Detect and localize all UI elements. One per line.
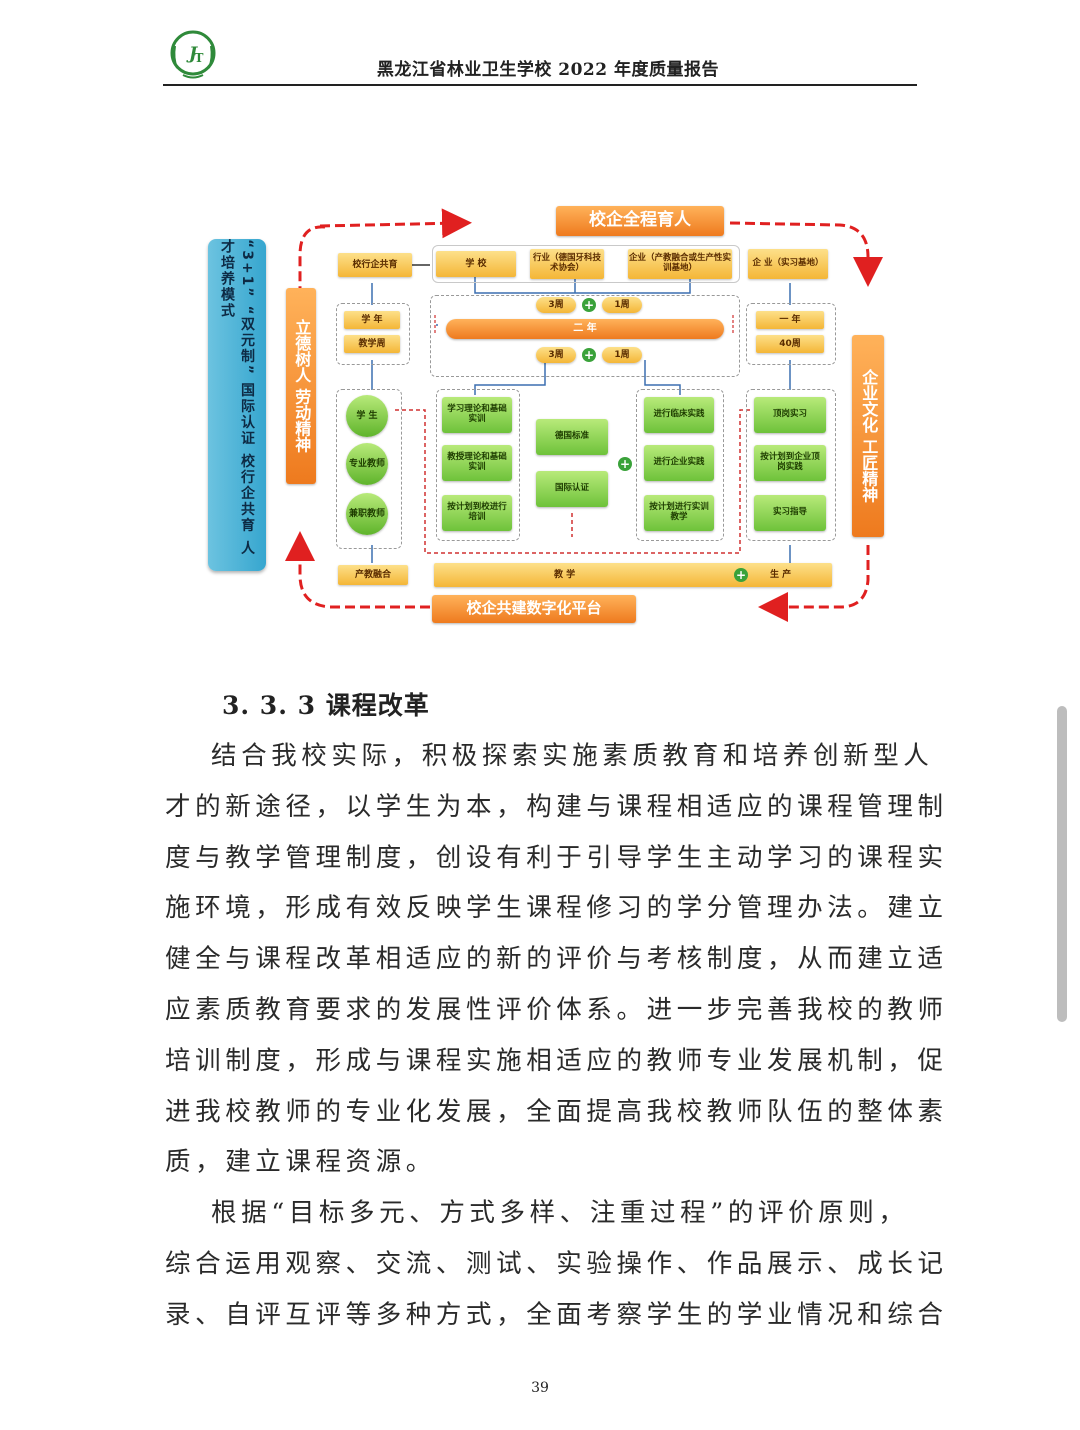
production-label: 生 产 bbox=[770, 569, 792, 580]
top-row-panel bbox=[432, 245, 740, 283]
school-industry-enterprise-label: 校行企共育 bbox=[338, 253, 412, 277]
page-number: 39 bbox=[531, 1380, 549, 1396]
week-bottom-b: 1周 bbox=[602, 347, 642, 363]
practice-panel bbox=[636, 389, 724, 541]
industry-education-label: 产教融合 bbox=[338, 565, 408, 585]
svg-text:T: T bbox=[195, 51, 204, 65]
left-side-title: “3+1” “双元制” 国际认证 校行企共育 人才培养模式 bbox=[208, 239, 266, 571]
left-top-panel bbox=[336, 303, 410, 365]
second-year-bar: 二 年 bbox=[446, 319, 724, 339]
student-node: 学 生 bbox=[346, 395, 388, 437]
svg-text:J: J bbox=[186, 44, 198, 64]
top-item-industry: 行业（德国牙科技术协会） bbox=[530, 249, 604, 279]
week-top-b: 1周 bbox=[602, 297, 642, 313]
first-year-label: 一 年 bbox=[756, 311, 824, 329]
training-model-diagram: “3+1” “双元制” 国际认证 校行企共育 人才培养模式 校企全程育人 校企共… bbox=[200, 195, 890, 635]
text-line: 质，建立课程资源。 bbox=[165, 1147, 436, 1178]
text-line: 根据“目标多元、方式多样、注重过程”的评价原则， bbox=[211, 1198, 909, 1228]
practice-item-3: 按计划进行实训教学 bbox=[644, 495, 714, 531]
plus-icon: + bbox=[582, 298, 596, 312]
plus-icon: + bbox=[582, 348, 596, 362]
intern-item-1: 顶岗实习 bbox=[754, 397, 826, 433]
paragraph-evaluation: 根据“目标多元、方式多样、注重过程”的评价原则， 综合运用观察、交流、测试、实验… bbox=[165, 1188, 948, 1340]
text-line: 进我校教师的专业化发展，全面提高我校教师队伍的整体素 bbox=[165, 1096, 948, 1127]
training-item-1: 学习理论和基础实训 bbox=[442, 397, 512, 433]
text-line: 录、自评互评等多种方式，全面考察学生的学业情况和综合 bbox=[165, 1299, 948, 1330]
diagram-connectors bbox=[285, 208, 883, 622]
text-line: 度与教学管理制度，创设有利于引导学生主动学习的课程实 bbox=[165, 842, 948, 873]
text-line: 综合运用观察、交流、测试、实验操作、作品展示、成长记 bbox=[165, 1248, 948, 1279]
practice-item-2: 进行企业实践 bbox=[644, 445, 714, 481]
top-banner: 校企全程育人 bbox=[556, 206, 724, 236]
top-item-enterprise-base: 企业（产教融合或生产性实训基地） bbox=[628, 249, 732, 279]
paragraph-course-reform: 结合我校实际，积极探索实施素质教育和培养创新型人 才的新途径，以学生为本，构建与… bbox=[165, 731, 948, 1188]
top-item-enterprise-intern: 企 业（实习基地） bbox=[748, 249, 828, 279]
plus-icon: + bbox=[734, 568, 748, 582]
week-top-a: 3周 bbox=[536, 297, 576, 313]
section-heading: 3. 3. 3 课程改革 bbox=[222, 691, 430, 720]
school-logo-icon: J T bbox=[170, 30, 216, 79]
training-item-3: 按计划到校进行培训 bbox=[442, 495, 512, 531]
intern-panel bbox=[746, 389, 836, 541]
forty-weeks-label: 40周 bbox=[756, 335, 824, 353]
parttime-teacher-node: 兼职教师 bbox=[346, 493, 388, 535]
teaching-label: 教 学 bbox=[554, 569, 576, 580]
intern-item-3: 实习指导 bbox=[754, 495, 826, 531]
people-panel bbox=[336, 389, 402, 549]
text-line: 施环境，形成有效反映学生课程修习的学分管理办法。建立 bbox=[165, 893, 948, 924]
left-pillar: 立德树人 劳动精神 bbox=[286, 288, 316, 484]
text-line: 结合我校实际，积极探索实施素质教育和培养创新型人 bbox=[211, 741, 934, 771]
right-pillar: 企业文化 工匠精神 bbox=[852, 335, 884, 537]
training-item-2: 教授理论和基础实训 bbox=[442, 445, 512, 481]
header-title: 黑龙江省林业卫生学校 2022 年度质量报告 bbox=[376, 60, 719, 80]
german-standard: 德国标准 bbox=[536, 419, 608, 455]
text-line: 培训制度，形成与课程实施相适应的教师专业发展机制，促 bbox=[165, 1045, 948, 1076]
intern-item-2: 按计划到企业顶岗实践 bbox=[754, 445, 826, 481]
training-panel bbox=[436, 389, 520, 541]
top-item-school: 学 校 bbox=[436, 251, 516, 277]
text-line: 健全与课程改革相适应的新的评价与考核制度，从而建立适 bbox=[165, 944, 948, 975]
week-bottom-a: 3周 bbox=[536, 347, 576, 363]
right-top-panel bbox=[746, 303, 836, 365]
teaching-production-bar: 教 学 + 生 产 bbox=[434, 563, 832, 587]
vertical-scrollbar[interactable] bbox=[1057, 706, 1067, 1022]
teacher-node: 专业教师 bbox=[346, 443, 388, 485]
academic-year-label: 学 年 bbox=[344, 311, 400, 329]
middle-weeks-panel bbox=[430, 295, 740, 377]
page-header: J T 黑龙江省林业卫生学校 2022 年度质量报告 bbox=[163, 26, 917, 86]
bottom-banner: 校企共建数字化平台 bbox=[432, 595, 636, 623]
text-line: 应素质教育要求的发展性评价体系。进一步完善我校的教师 bbox=[165, 994, 948, 1025]
plus-icon: + bbox=[618, 457, 632, 471]
text-line: 才的新途径，以学生为本，构建与课程相适应的课程管理制 bbox=[165, 791, 948, 822]
practice-item-1: 进行临床实践 bbox=[644, 397, 714, 433]
teaching-week-label: 教学周 bbox=[344, 335, 400, 353]
international-cert: 国际认证 bbox=[536, 471, 608, 507]
